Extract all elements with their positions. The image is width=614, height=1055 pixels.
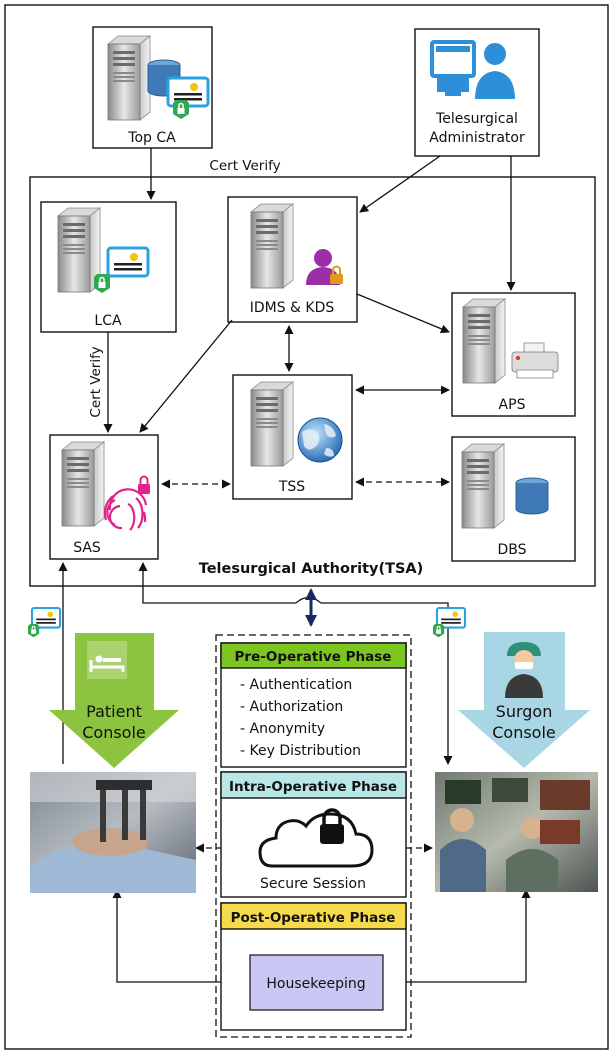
intra-operative-title: Intra-Operative Phase [229,779,397,795]
patient-console-label-line2: Console [82,723,146,742]
edge-sas-surgeon-left [138,562,296,604]
secure-session-label: Secure Session [260,876,366,892]
database-icon [515,477,549,515]
tsa-label: Telesurgical Authority(TSA) [199,561,424,577]
patient-robot-photo [30,772,196,893]
edges [58,148,531,987]
cloud-lock-icon [258,808,374,868]
surgeon-console-arrow: Surgon Console [458,632,590,768]
certificate-badge-surgeon [432,606,467,638]
pre-item: - Key Distribution [240,743,361,759]
housekeeping-label: Housekeeping [266,976,365,992]
pre-item: - Authentication [240,677,352,693]
edge-patient-housekeeping [112,889,248,987]
surgeon-console-label-line1: Surgon [496,702,553,721]
tss-label: TSS [278,479,305,495]
phases-container [215,634,412,1038]
surgeon-console-photo [435,772,598,892]
aps-node: APS [451,292,576,417]
post-operative-title: Post-Operative Phase [231,910,396,926]
sas-node: SAS [49,434,159,560]
edge-idms-aps [356,293,450,334]
edge-label-cert-verify-top: Cert Verify [209,158,280,174]
printer-icon [511,342,559,379]
dbs-node: DBS [451,436,576,562]
lock-icon [138,475,150,494]
idms-kds-node: IDMS & KDS [227,196,358,323]
lca-label: LCA [94,313,122,329]
sas-label: SAS [73,540,101,556]
edge-surgeon-housekeeping [383,889,531,987]
surgeon-icon [505,642,543,698]
dbs-label: DBS [497,542,526,558]
idms-kds-label: IDMS & KDS [250,300,335,316]
edge-sas-surgeon-right [321,602,453,765]
fingerprint-icon [103,488,148,531]
pre-item: - Authorization [240,699,343,715]
certificate-badge-patient [27,606,62,638]
top-ca-node: Top CA [92,26,213,149]
admin-label-line2: Administrator [429,130,525,146]
administrator-icon [430,40,518,101]
tss-node: TSS [232,374,353,500]
lca-node: LCA [40,201,177,333]
aps-label: APS [499,397,526,413]
hospital-bed-icon [87,641,127,679]
housekeeping-box [249,954,384,1011]
pre-operative-phase: Pre-Operative Phase - Authentication - A… [220,642,407,768]
admin-node: Telesurgical Administrator [414,28,540,157]
user-lock-icon [306,249,343,285]
line-crossing [295,596,322,604]
certificate-icon [166,76,210,108]
globe-icon [297,417,343,463]
patient-console-label-line1: Patient [86,702,142,721]
surgeon-console-label-line2: Console [492,723,556,742]
patient-console-arrow: Patient Console [49,633,179,768]
top-ca-label: Top CA [127,130,176,146]
certificate-icon [106,246,150,278]
edge-admin-idms [359,155,441,213]
pre-item: - Anonymity [240,721,325,737]
pre-operative-title: Pre-Operative Phase [235,649,392,665]
post-operative-phase: Post-Operative Phase Housekeeping [220,902,407,1031]
intra-operative-phase: Intra-Operative Phase Secure Session [220,771,407,898]
outer-frame [4,4,609,1050]
edge-idms-sas [139,319,233,433]
edge-label-cert-verify-lca: Cert Verify [88,346,104,417]
tsa-container [29,176,596,587]
admin-label-line1: Telesurgical [435,111,518,127]
